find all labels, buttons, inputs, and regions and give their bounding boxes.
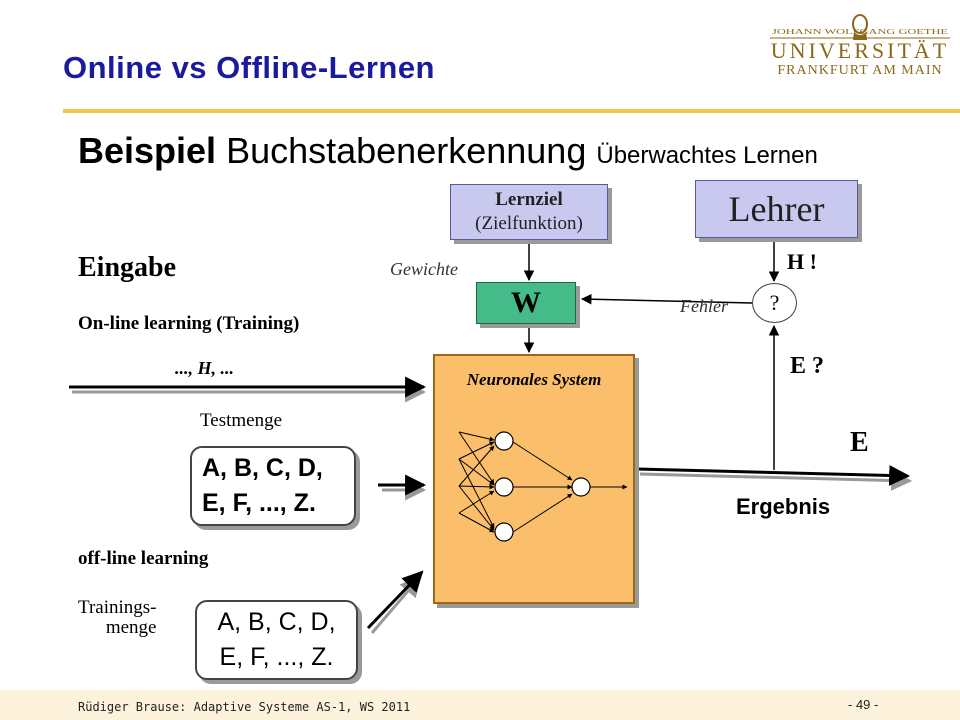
result-label: Ergebnis bbox=[736, 494, 831, 519]
neural-system-label: Neuronales System bbox=[466, 370, 602, 389]
lernziel-title: Lernziel bbox=[495, 189, 563, 210]
trainingset-arrow bbox=[366, 570, 424, 630]
university-logo: JOHANN WOLFGANG GOETHE UNIVERSITÄT FRANK… bbox=[770, 14, 950, 78]
training-set-label: Trainings- menge bbox=[78, 597, 157, 638]
offline-learning-label: off-line learning bbox=[78, 548, 209, 569]
lernziel-subtitle: (Zielfunktion) bbox=[475, 213, 583, 234]
comparison-circle: ? bbox=[752, 283, 797, 323]
input-heading: Eingabe bbox=[78, 252, 177, 283]
subtitle-bold: Beispiel bbox=[78, 130, 217, 171]
logo-line2: UNIVERSITÄT bbox=[771, 38, 949, 63]
test-set-box: A, B, C, D, E, F, ..., Z. bbox=[190, 446, 356, 526]
slide-subtitle: Beispiel Buchstabenerkennung Überwachtes… bbox=[78, 130, 818, 172]
online-sequence: ..., H, ... bbox=[175, 358, 235, 378]
lernziel-box: Lernziel (Zielfunktion) bbox=[450, 184, 608, 240]
subtitle-small: Überwachtes Lernen bbox=[596, 142, 818, 169]
error-label: Fehler bbox=[680, 296, 728, 316]
title-rule bbox=[63, 109, 960, 113]
output-arrow bbox=[636, 465, 911, 487]
logo-line1: JOHANN WOLFGANG GOETHE bbox=[772, 28, 948, 36]
neural-system-box: Neuronales System bbox=[433, 354, 635, 604]
online-learning-label: On-line learning (Training) bbox=[78, 313, 300, 334]
error-to-w-arrow bbox=[580, 293, 753, 305]
training-set-line2: E, F, ..., Z. bbox=[219, 643, 334, 671]
weights-label: Gewichte bbox=[390, 259, 458, 279]
page-number: - 49 - bbox=[848, 697, 879, 712]
output-neuron bbox=[571, 477, 591, 497]
logo-line3: FRANKFURT AM MAIN bbox=[777, 63, 942, 78]
lehrer-box: Lehrer bbox=[695, 180, 858, 238]
slide-title: Online vs Offline-Lernen bbox=[63, 50, 435, 85]
training-set-line1: A, B, C, D, bbox=[217, 608, 336, 636]
hidden-neuron bbox=[494, 431, 514, 451]
test-set-label: Testmenge bbox=[200, 410, 283, 431]
weights-box: W bbox=[476, 282, 576, 324]
test-set-line1: A, B, C, D, bbox=[202, 454, 323, 482]
output-guess: E ? bbox=[790, 353, 825, 379]
footer-text: Rüdiger Brause: Adaptive Systeme AS-1, W… bbox=[78, 700, 411, 714]
goethe-portrait-icon bbox=[852, 14, 868, 34]
subtitle-main: Buchstabenerkennung bbox=[216, 130, 597, 171]
training-set-box: A, B, C, D, E, F, ..., Z. bbox=[195, 600, 358, 680]
hidden-neuron bbox=[494, 477, 514, 497]
output-letter: E bbox=[850, 427, 869, 458]
neural-network-diagram bbox=[458, 431, 628, 542]
test-set-line2: E, F, ..., Z. bbox=[202, 489, 316, 517]
hidden-neuron bbox=[494, 522, 514, 542]
teacher-answer: H ! bbox=[787, 249, 817, 274]
footer-bar bbox=[0, 690, 960, 720]
